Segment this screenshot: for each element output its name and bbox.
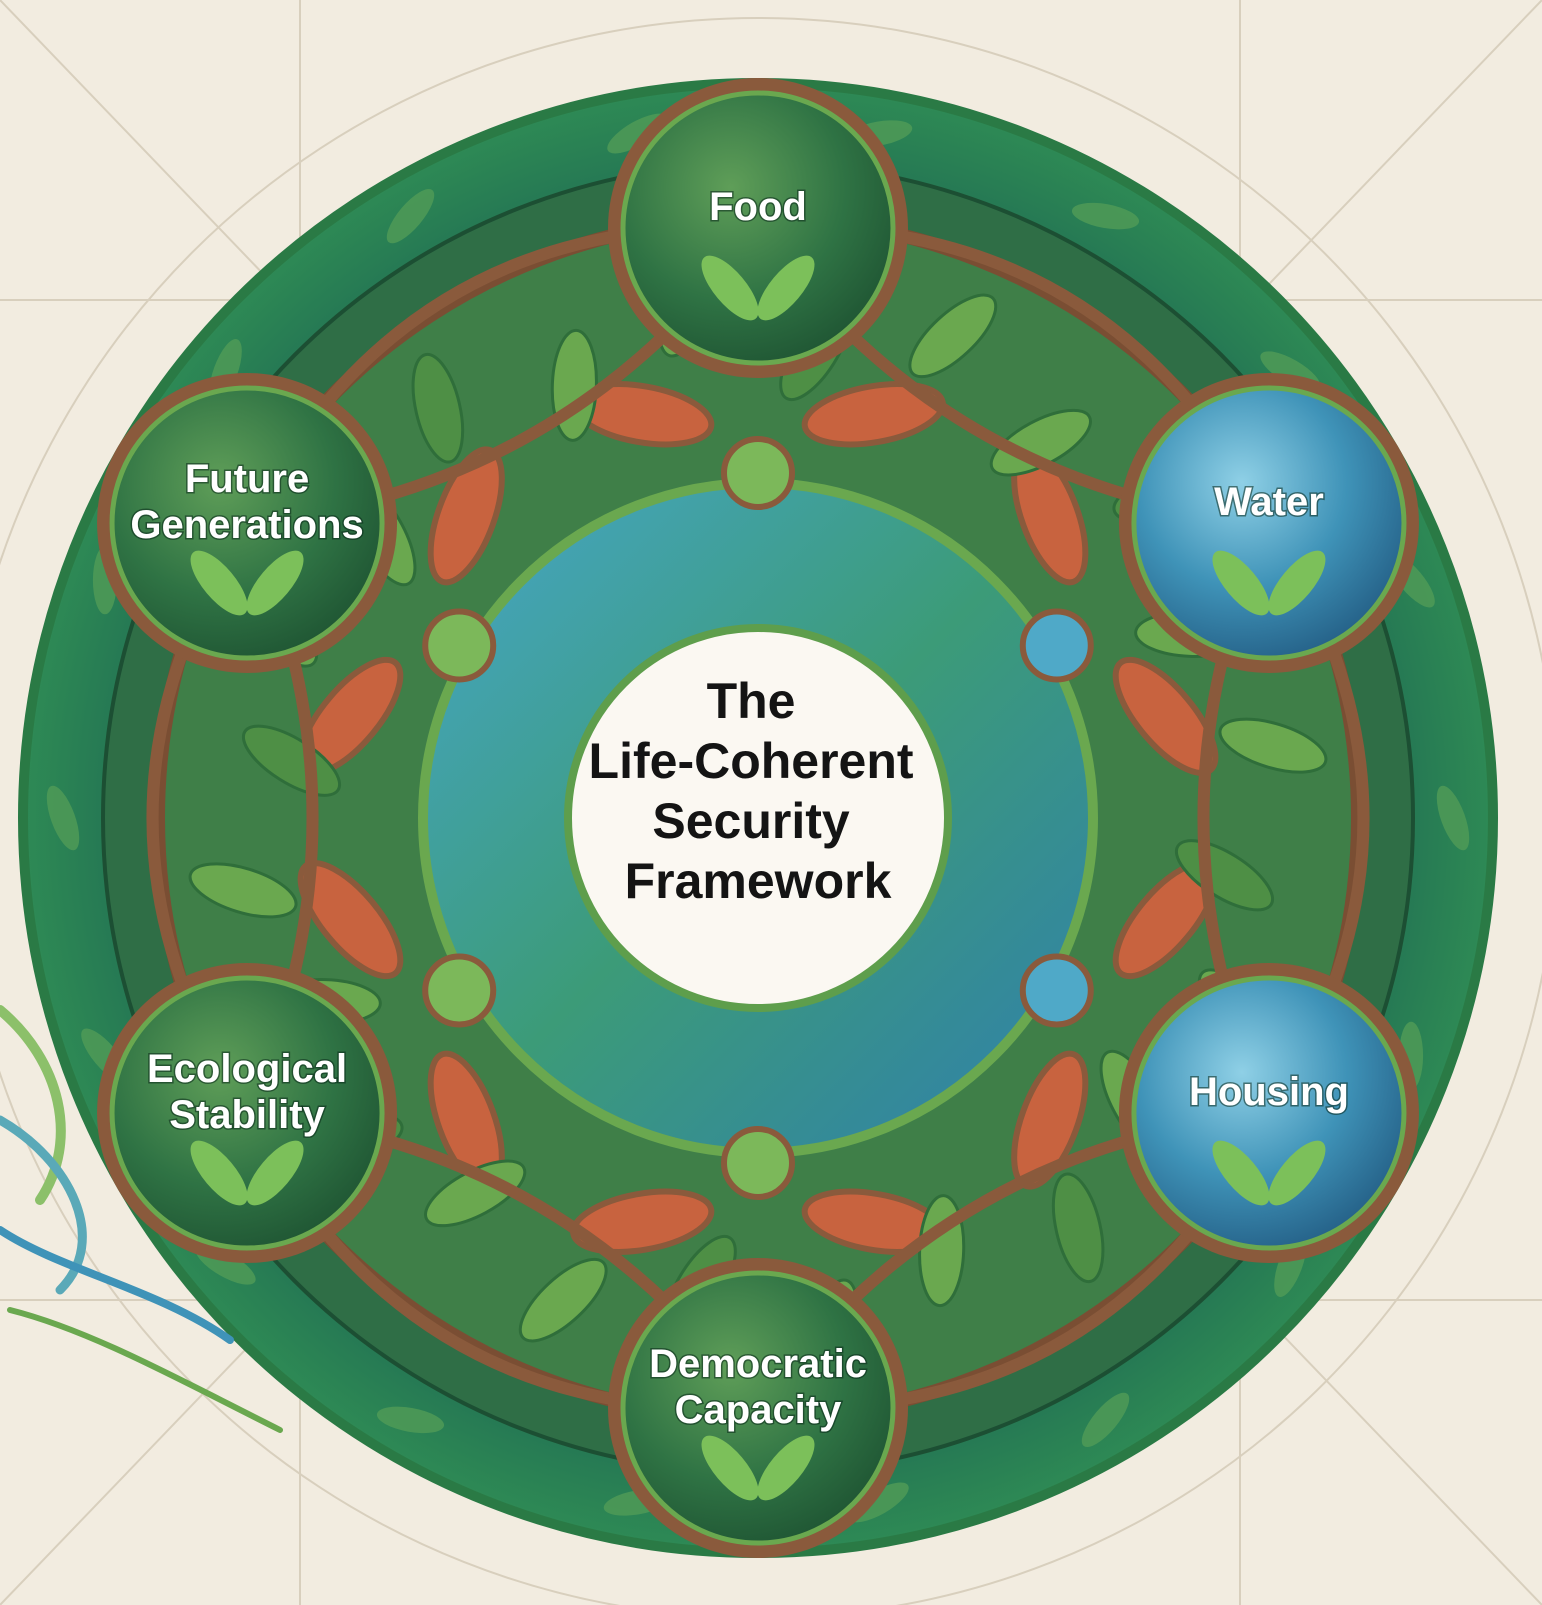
node-label-line: Democratic xyxy=(649,1342,867,1386)
node-food: Food xyxy=(608,78,908,378)
sprout-leaf xyxy=(757,1435,815,1501)
node-label: Food xyxy=(709,185,807,229)
node-label-line: Future xyxy=(185,457,309,501)
sprout-leaf xyxy=(701,1435,759,1501)
node-label-line: Ecological xyxy=(147,1047,347,1091)
sprout-leaf xyxy=(246,1140,304,1206)
outer-leaf xyxy=(1081,1392,1130,1448)
outer-leaf xyxy=(46,785,80,851)
leaf xyxy=(1051,1172,1105,1284)
node-label: Housing xyxy=(1189,1070,1349,1114)
node-label-line: Water xyxy=(1214,480,1324,524)
node-orb xyxy=(620,90,896,366)
node-orb xyxy=(1131,975,1407,1251)
node-orb xyxy=(1131,385,1407,661)
outer-leaf xyxy=(1071,202,1140,230)
outer-leaf xyxy=(386,188,435,244)
node-label-line: Capacity xyxy=(675,1388,842,1432)
leaf xyxy=(518,1257,608,1343)
connector-bulb xyxy=(1019,953,1094,1028)
connector-bulb xyxy=(1019,608,1094,683)
connector-bulb xyxy=(422,608,497,683)
leaf xyxy=(1218,717,1328,774)
outer-leaf xyxy=(376,1406,445,1434)
trailing-vines-decoration xyxy=(0,1005,283,1433)
center-title: The Life-Coherent Security Framework xyxy=(589,673,928,909)
outer-leaf xyxy=(1436,785,1470,851)
sprout-leaf xyxy=(190,550,248,616)
center-title-line-4: Framework xyxy=(625,853,892,909)
center-title-line-1: The xyxy=(707,673,796,729)
sprout-leaf xyxy=(701,255,759,321)
connector-bulb xyxy=(721,1126,795,1200)
terracotta-segments xyxy=(297,381,1219,1255)
connector-bulb xyxy=(422,953,497,1028)
node-label-line: Housing xyxy=(1189,1070,1349,1114)
sprout-leaf xyxy=(757,255,815,321)
connector-bulbs xyxy=(422,436,1094,1200)
node-housing: Housing xyxy=(1118,963,1419,1263)
center-title-line-3: Security xyxy=(652,793,850,849)
sprout-leaf xyxy=(1212,1140,1270,1206)
sprout-leaf xyxy=(1212,550,1270,616)
sprout-leaf xyxy=(1268,550,1326,616)
node-label: Water xyxy=(1214,480,1324,524)
sprout-leaf xyxy=(246,550,304,616)
node-label-line: Generations xyxy=(130,503,363,547)
connector-bulb xyxy=(721,436,795,510)
center-circle xyxy=(564,624,952,1012)
leaf xyxy=(188,862,298,919)
node-orb xyxy=(620,1270,896,1546)
node-label-line: Food xyxy=(709,185,807,229)
leaf xyxy=(411,352,465,464)
leaf xyxy=(908,293,998,379)
node-orb xyxy=(109,975,385,1251)
center-title-line-2: Life-Coherent xyxy=(589,733,914,789)
node-orb xyxy=(109,385,385,661)
guide-circle xyxy=(0,17,1542,1605)
node-label-line: Stability xyxy=(169,1093,325,1137)
sprout-leaf xyxy=(190,1140,248,1206)
sprout-leaf xyxy=(1268,1140,1326,1206)
node-water: Water xyxy=(1118,373,1419,673)
